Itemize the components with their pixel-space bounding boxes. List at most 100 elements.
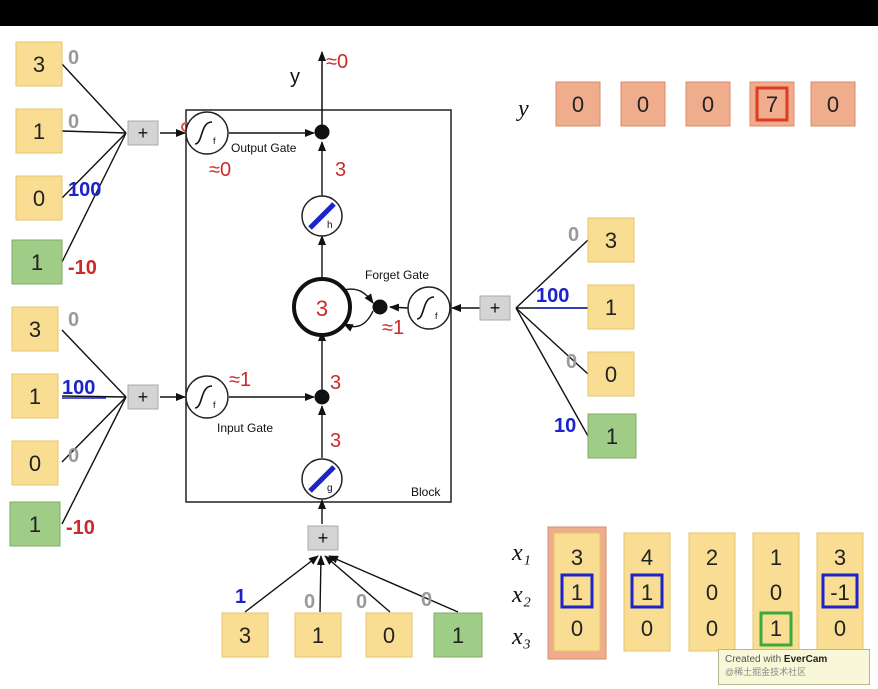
evercam-watermark: Created with EverCam @稀土掘金技术社区 — [718, 649, 870, 685]
y-value-2: 0 — [620, 81, 666, 127]
svg-text:2: 2 — [706, 545, 718, 570]
g-output-value: 3 — [330, 430, 341, 452]
output-multiply-node — [314, 124, 330, 140]
svg-text:1: 1 — [31, 250, 43, 275]
svg-text:0: 0 — [29, 451, 41, 476]
svg-text:f: f — [213, 400, 216, 410]
forget-gate-input-4: 1 — [587, 413, 637, 459]
input-node-weight-3: 0 — [356, 591, 367, 613]
input-gate-input-2: 1 — [11, 373, 59, 419]
top-y-value: ≈0 — [326, 51, 348, 73]
output-gate-input-1: 3 — [15, 41, 63, 87]
svg-text:f: f — [435, 311, 438, 321]
h-activation-icon: h — [301, 195, 343, 237]
input-gate-input-4: 1 — [9, 501, 61, 547]
svg-text:7: 7 — [766, 92, 778, 117]
input-sum-node: + — [307, 525, 339, 551]
g-activation-icon: g — [301, 458, 343, 500]
block-label: Block — [411, 485, 441, 499]
svg-text:1: 1 — [571, 580, 583, 605]
svg-text:0: 0 — [605, 362, 617, 387]
output-gate-weight-3: 100 — [68, 179, 101, 201]
forget-gate-weight-4: 10 — [554, 415, 576, 437]
svg-text:+: + — [318, 528, 329, 548]
output-gate-input-3: 0 — [15, 175, 63, 221]
svg-text:3: 3 — [239, 623, 251, 648]
svg-text:3: 3 — [605, 228, 617, 253]
forget-gate-weight-2: 100 — [536, 285, 569, 307]
input-gate-input-1: 3 — [11, 306, 59, 352]
x-column-4: 1 0 1 — [752, 532, 800, 652]
x3-label: x₃ — [511, 624, 531, 650]
output-gate-label: Output Gate — [231, 141, 297, 155]
input-node-input-4: 1 — [433, 612, 483, 658]
output-gate-weight-4: -10 — [68, 257, 97, 279]
forget-gate-input-1: 3 — [587, 217, 635, 263]
input-gate-weight-3: 0 — [68, 445, 79, 467]
svg-text:3: 3 — [29, 317, 41, 342]
x-column-1: 3 1 0 — [547, 526, 607, 660]
input-node-input-2: 1 — [294, 612, 342, 658]
y-value-3: 0 — [685, 81, 731, 127]
forget-gate-weight-1: 0 — [568, 224, 579, 246]
svg-text:1: 1 — [29, 384, 41, 409]
output-gate-weight-1: 0 — [68, 47, 79, 69]
svg-text:1: 1 — [312, 623, 324, 648]
svg-text:-1: -1 — [830, 580, 850, 605]
forget-gate-sigmoid-icon: f — [407, 286, 451, 330]
memory-cell: 3 — [292, 277, 374, 337]
forget-gate-weight-3: 0 — [566, 351, 577, 373]
output-gate-sigmoid-icon: f — [185, 111, 229, 155]
output-gate-input-2: 1 — [15, 108, 63, 154]
svg-text:0: 0 — [702, 92, 714, 117]
input-multiply-node — [314, 389, 330, 405]
input-multiply-value: 3 — [330, 372, 341, 394]
svg-text:1: 1 — [770, 545, 782, 570]
output-gate-input-4: 1 — [11, 239, 63, 285]
forget-gate-input-2: 1 — [587, 284, 635, 330]
input-gate-label: Input Gate — [217, 421, 273, 435]
y-value-1: 0 — [555, 81, 601, 127]
svg-text:0: 0 — [383, 623, 395, 648]
svg-text:1: 1 — [770, 616, 782, 641]
input-node-input-1: 3 — [221, 612, 269, 658]
input-gate-sigmoid-icon: f — [185, 375, 229, 419]
forget-gate-input-3: 0 — [587, 351, 635, 397]
y-value-4: 7 — [749, 81, 795, 127]
forget-multiply-node — [372, 299, 388, 315]
memory-value: 3 — [316, 296, 328, 321]
svg-text:0: 0 — [770, 580, 782, 605]
output-gate-sum-node: + — [127, 120, 159, 146]
input-node-weight-1: 1 — [235, 586, 246, 608]
svg-text:0: 0 — [706, 616, 718, 641]
svg-text:1: 1 — [29, 512, 41, 537]
input-gate-weight-2: 100 — [62, 377, 95, 399]
top-black-bar — [0, 0, 878, 26]
svg-text:0: 0 — [571, 616, 583, 641]
svg-text:0: 0 — [827, 92, 839, 117]
x-column-2: 4 1 0 — [623, 532, 671, 652]
svg-text:f: f — [213, 136, 216, 146]
svg-text:h: h — [327, 220, 333, 231]
svg-text:1: 1 — [605, 295, 617, 320]
svg-text:0: 0 — [706, 580, 718, 605]
forget-gate-label: Forget Gate — [365, 268, 429, 282]
input-gate-sum-node: + — [127, 384, 159, 410]
svg-text:+: + — [138, 123, 149, 143]
svg-text:3: 3 — [33, 52, 45, 77]
input-node-input-3: 0 — [365, 612, 413, 658]
output-gate-weight-2: 0 — [68, 111, 79, 133]
svg-text:0: 0 — [572, 92, 584, 117]
input-gate-weight-4: -10 — [66, 517, 95, 539]
forget-gate-value: ≈1 — [382, 317, 404, 339]
h-output-value: 3 — [335, 159, 346, 181]
svg-text:3: 3 — [571, 545, 583, 570]
input-gate-input-3: 0 — [11, 440, 59, 486]
forget-gate-sum-node: + — [479, 295, 511, 321]
input-gate-weight-1: 0 — [68, 309, 79, 331]
svg-text:1: 1 — [452, 623, 464, 648]
input-gate-value: ≈1 — [229, 369, 251, 391]
top-y-label: y — [290, 66, 300, 88]
input-node-weight-4: 0 — [421, 589, 432, 611]
